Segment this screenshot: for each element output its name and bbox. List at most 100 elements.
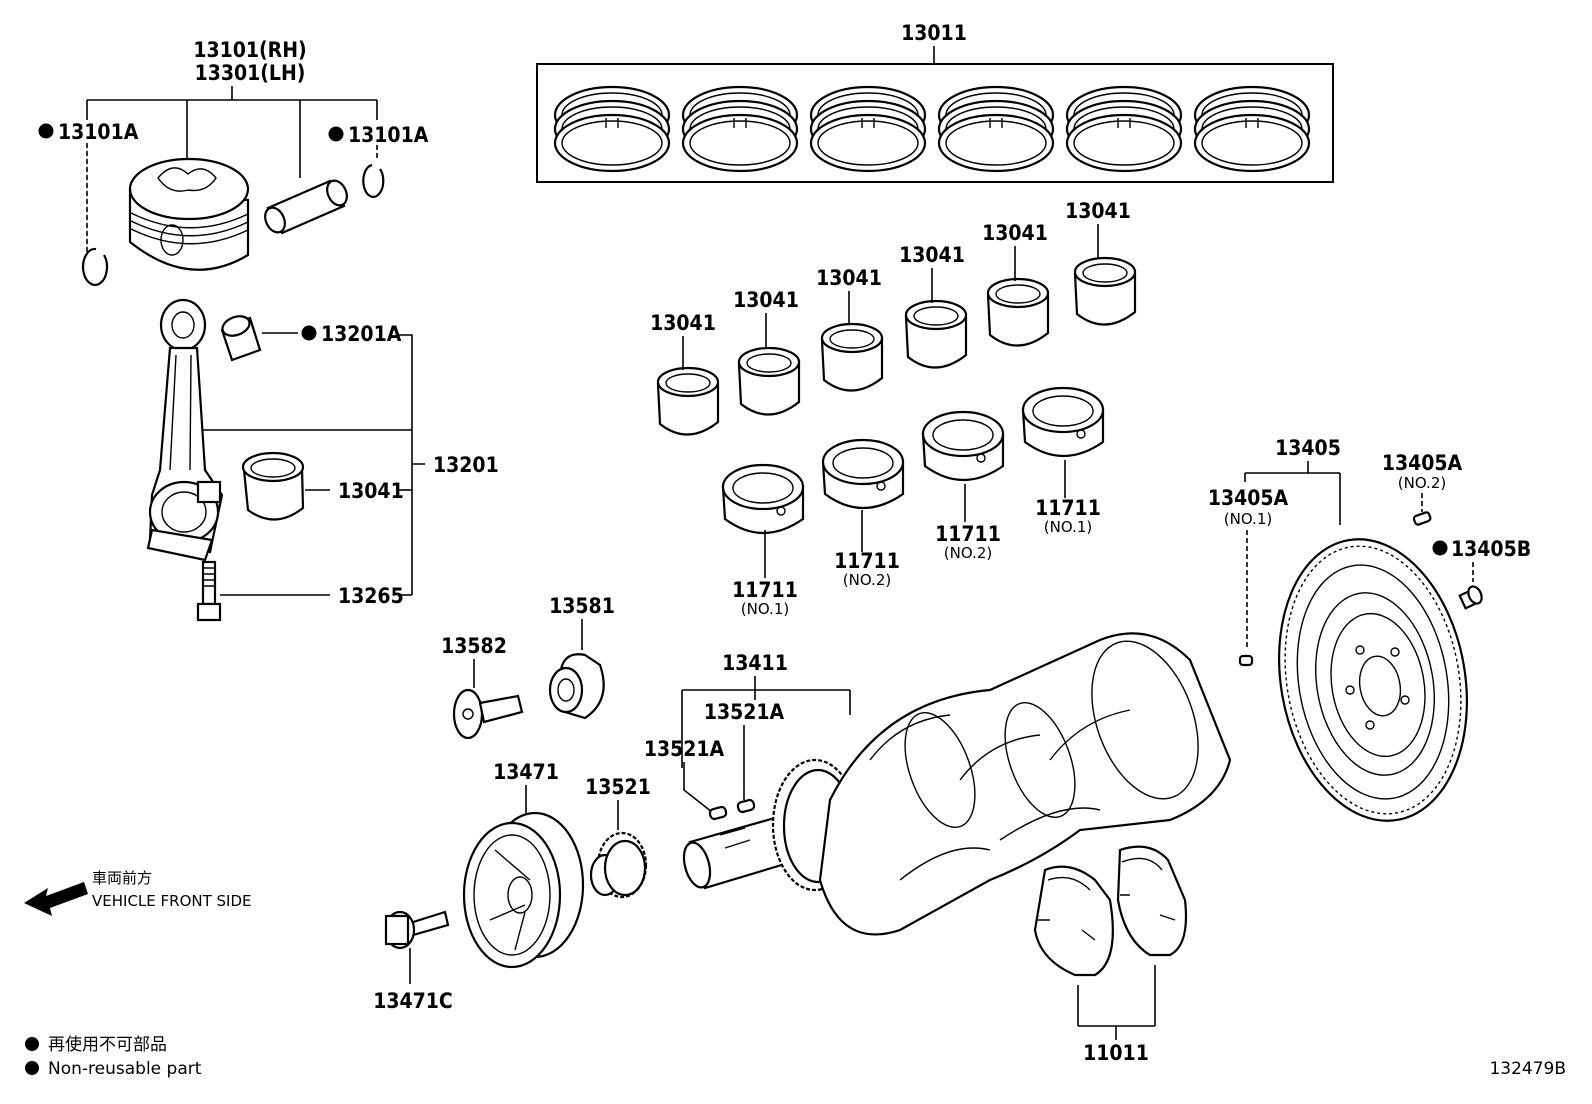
upper-bearing-shell-icon [904,299,968,369]
part-number-upper-bearing-5: 13041 [982,221,1048,245]
part-number-crank-pulley: 13471 [493,760,559,784]
part-number-conrod-assembly: 13201 [433,453,499,477]
pulley-group: 13581 13582 13471 13521 [373,594,651,1013]
upper-bearing-icons [656,256,1137,436]
piston-ring-stack-icon [681,85,799,173]
conrod-bearing-shape [241,451,305,521]
legend-label-en: Non-reusable part [48,1059,202,1079]
conrod-bolt-shape [196,560,222,622]
ring-set-frame [536,63,1334,183]
flywheel-bolt-shape [1458,585,1483,610]
flywheel-shape [1278,538,1468,822]
piston-ring-set: 13011 [536,21,1334,183]
piston-ring-stack-icon [809,85,927,173]
label-no2-b: (NO.2) [944,544,992,562]
piston-ring-stack-icon [937,85,1055,173]
non-reusable-dot [301,325,317,341]
part-number-conrod-bolt: 13265 [338,584,404,608]
part-number-piston-ring-set: 13011 [901,21,967,45]
part-number-main-bearing-2a: 11711 [834,549,900,573]
main-bearing-icons [721,386,1105,535]
part-number-upper-bearing-2: 13041 [733,288,799,312]
pulley-bolt-shape [384,910,450,950]
part-number-crankshaft: 13411 [722,651,788,675]
part-number-flywheel-bolt: 13405B [1451,537,1531,561]
snap-ring-left-shape [81,247,109,287]
label-no1-b: (NO.1) [1044,518,1092,536]
timing-gear-shape [589,831,648,899]
part-number-upper-bearing-4: 13041 [899,243,965,267]
part-number-upper-bearing-1: 13041 [650,311,716,335]
part-number-pulley-washer: 13581 [549,594,615,618]
front-label-en: VEHICLE FRONT SIDE [92,892,252,910]
main-bearing-shell-icon [1021,386,1105,458]
flywheel-pin-1-shape [1238,654,1254,667]
label-no1-flywheel: (NO.1) [1224,510,1272,528]
part-number-flywheel-pin-1: 13405A [1208,486,1289,510]
front-arrow-icon [24,882,88,916]
part-number-snap-ring-right: 13101A [348,123,429,147]
part-number-upper-bearing-6: 13041 [1065,199,1131,223]
thrust-washer-shape-2 [1116,845,1188,957]
upper-bearing-shell-icon [986,277,1050,347]
piston-ring-stack-icon [553,85,671,173]
part-number-piston-rh: 13101(RH) [193,38,306,62]
crank-pulley-shape [462,811,585,969]
bearing-group: 13041 13041 13041 13041 13041 13041 1171… [650,199,1137,618]
part-number-main-bearing-2b: 11711 [935,522,1001,546]
non-reusable-dot [1432,540,1448,556]
legend-dot-icon [25,1061,39,1075]
part-number-upper-bearing-3: 13041 [816,266,882,290]
rod-bushing-shape [220,315,262,362]
label-no2-flywheel: (NO.2) [1398,474,1446,492]
part-number-key-a1: 13521A [704,700,785,724]
upper-bearing-shell-icon [737,346,801,416]
part-number-rod-bushing: 13201A [321,322,402,346]
non-reusable-dot [38,123,54,139]
part-number-timing-gear: 13521 [585,775,651,799]
piston-pin-shape [264,179,348,235]
part-number-flywheel-pin-2: 13405A [1382,451,1463,475]
part-number-main-bearing-1a: 11711 [732,578,798,602]
part-number-pulley-bolt-washer: 13582 [441,634,507,658]
piston-group: 13101(RH) 13301(LH) 13101A 13101A [38,38,429,287]
thrust-washer-shape-1 [1033,865,1114,977]
part-number-pulley-bolt: 13471C [373,989,453,1013]
part-number-key-a2: 13521A [644,737,725,761]
legend-label-jp: 再使用不可部品 [48,1034,167,1055]
key-shape-1 [708,805,728,821]
main-bearing-shell-icon [821,438,905,510]
crankshaft-shape [682,632,1232,936]
vehicle-front-indicator: 車両前方 VEHICLE FRONT SIDE [24,869,252,916]
piston-ring-stack-icon [1193,85,1311,173]
label-no2-a: (NO.2) [843,571,891,589]
thrust-washer-group: 11011 [1033,845,1188,1065]
label-no1-a: (NO.1) [741,600,789,618]
flywheel-pin-2-shape [1412,511,1432,526]
part-number-thrust-washer: 11011 [1083,1041,1149,1065]
piston-shape [128,157,250,271]
snap-ring-right-shape [362,163,385,198]
legend-dot-icon [25,1037,39,1051]
upper-bearing-shell-icon [1073,256,1137,326]
part-number-main-bearing-1b: 11711 [1035,496,1101,520]
part-number-snap-ring-left: 13101A [58,120,139,144]
upper-bearing-shell-icon [656,366,720,436]
conrod-group: 13201A 13201 13041 13265 [146,298,499,622]
piston-ring-stack-icon [1065,85,1183,173]
flywheel-group: 13405 13405A (NO.1) 13405A (NO.2) 13405B [1208,436,1531,822]
part-number-piston-lh: 13301(LH) [195,61,306,85]
crankshaft-group: 13411 13521A 13521A [644,632,1232,936]
conrod-shape [146,298,224,562]
legend: 再使用不可部品 Non-reusable part [25,1034,202,1079]
pulley-washer-shape [548,653,605,720]
ring-set-icons [553,85,1311,173]
part-number-flywheel: 13405 [1275,436,1341,460]
main-bearing-shell-icon [721,463,805,535]
pulley-bolt-washer-shape [452,688,524,740]
non-reusable-dot [328,126,344,142]
figure-id: 132479B [1489,1059,1566,1079]
upper-bearing-shell-icon [820,322,884,392]
main-bearing-shell-icon [921,410,1005,482]
